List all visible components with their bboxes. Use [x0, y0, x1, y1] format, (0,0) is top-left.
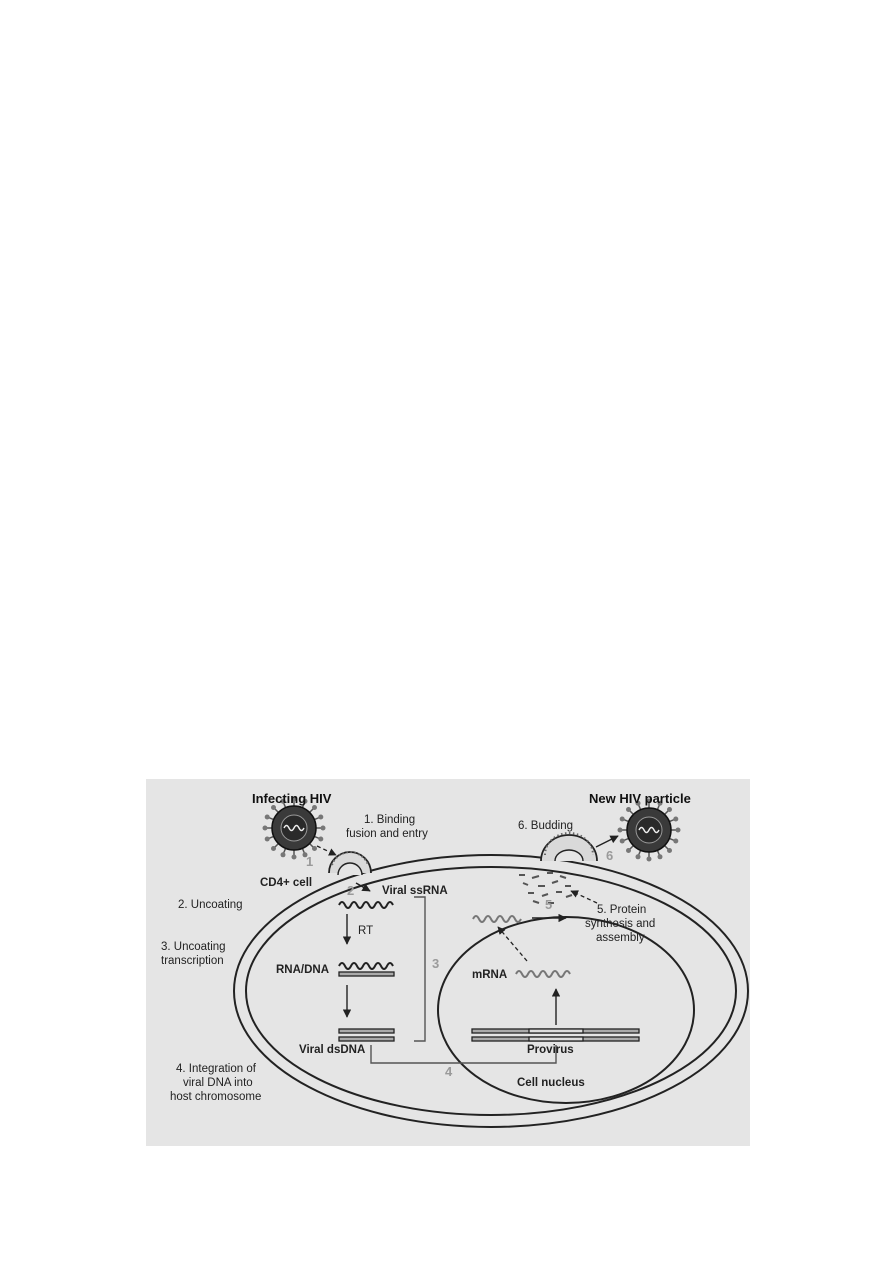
step6-budding-label: 6. Budding [518, 820, 573, 832]
step5-synthesis-label: synthesis and [585, 918, 655, 930]
step4-integration-label: 4. Integration of [176, 1063, 257, 1075]
entry-vesicle-inner [337, 862, 363, 876]
assembling-protein-fragments [519, 872, 573, 904]
provirus-integrated-segment-bottom [528, 1036, 584, 1042]
step4-host-chromosome-label: host chromosome [170, 1091, 261, 1103]
cell-nucleus-label: Cell nucleus [517, 1077, 585, 1089]
step4-viral-dna-label: viral DNA into [183, 1077, 253, 1089]
cell-membrane-outer [233, 854, 749, 1128]
provirus-integrated-segment-top [528, 1028, 584, 1034]
arrow-infecting-to-cell [316, 845, 337, 856]
new-hiv-particle-label: New HIV particle [589, 791, 691, 806]
step3-uncoating-label: 3. Uncoating [161, 941, 226, 953]
viral-dsdna-strand-top [338, 1028, 395, 1034]
step-number-1: 1 [306, 854, 313, 869]
step1-fusion-label: fusion and entry [346, 828, 428, 840]
step-number-6: 6 [606, 848, 613, 863]
budding-vesicle [540, 834, 598, 862]
cell-membrane-inner [245, 866, 737, 1116]
cd4-cell-label: CD4+ cell [260, 877, 312, 889]
arrow-assembly-to-budding [570, 890, 598, 904]
arrow-to-viral-ssrna [355, 882, 371, 892]
step5-assembly-label: assembly [596, 932, 645, 944]
hiv-replication-cycle-diagram: Infecting HIV New HIV particle 1. Bindin… [146, 779, 750, 1146]
viral-ssrna-label: Viral ssRNA [382, 885, 448, 897]
rt-label: RT [358, 925, 373, 937]
new-hiv-particle-icon [616, 797, 682, 863]
step5-protein-label: 5. Protein [597, 904, 646, 916]
mrna-strand-cytoplasm [472, 915, 522, 923]
arrow-mrna-to-cytoplasm [497, 926, 528, 962]
rna-dna-dna-strand [338, 971, 395, 977]
step-number-3: 3 [432, 956, 439, 971]
step1-binding-label: 1. Binding [364, 814, 415, 826]
viral-dsdna-label: Viral dsDNA [299, 1044, 365, 1056]
mrna-strand-nucleus [515, 970, 571, 978]
budding-vesicle-dots [544, 832, 594, 856]
step3-transcription-label: transcription [161, 955, 224, 967]
step3-bracket [414, 896, 426, 1042]
mrna-label: mRNA [472, 969, 507, 981]
step-number-4: 4 [445, 1064, 453, 1079]
infecting-hiv-label: Infecting HIV [252, 791, 332, 806]
step-number-5: 5 [545, 897, 552, 912]
rna-dna-rna-strand [338, 962, 394, 970]
rna-dna-label: RNA/DNA [276, 964, 329, 976]
budding-vesicle-inner [554, 849, 584, 862]
provirus-label: Provirus [527, 1044, 574, 1056]
step2-uncoating-label: 2. Uncoating [178, 899, 243, 911]
viral-ssrna-strand [338, 901, 394, 909]
step-number-2: 2 [347, 883, 354, 898]
viral-dsdna-strand-bottom [338, 1036, 395, 1042]
step4-integration-connector [370, 1045, 557, 1064]
arrow-budding-to-new-particle [595, 835, 619, 848]
